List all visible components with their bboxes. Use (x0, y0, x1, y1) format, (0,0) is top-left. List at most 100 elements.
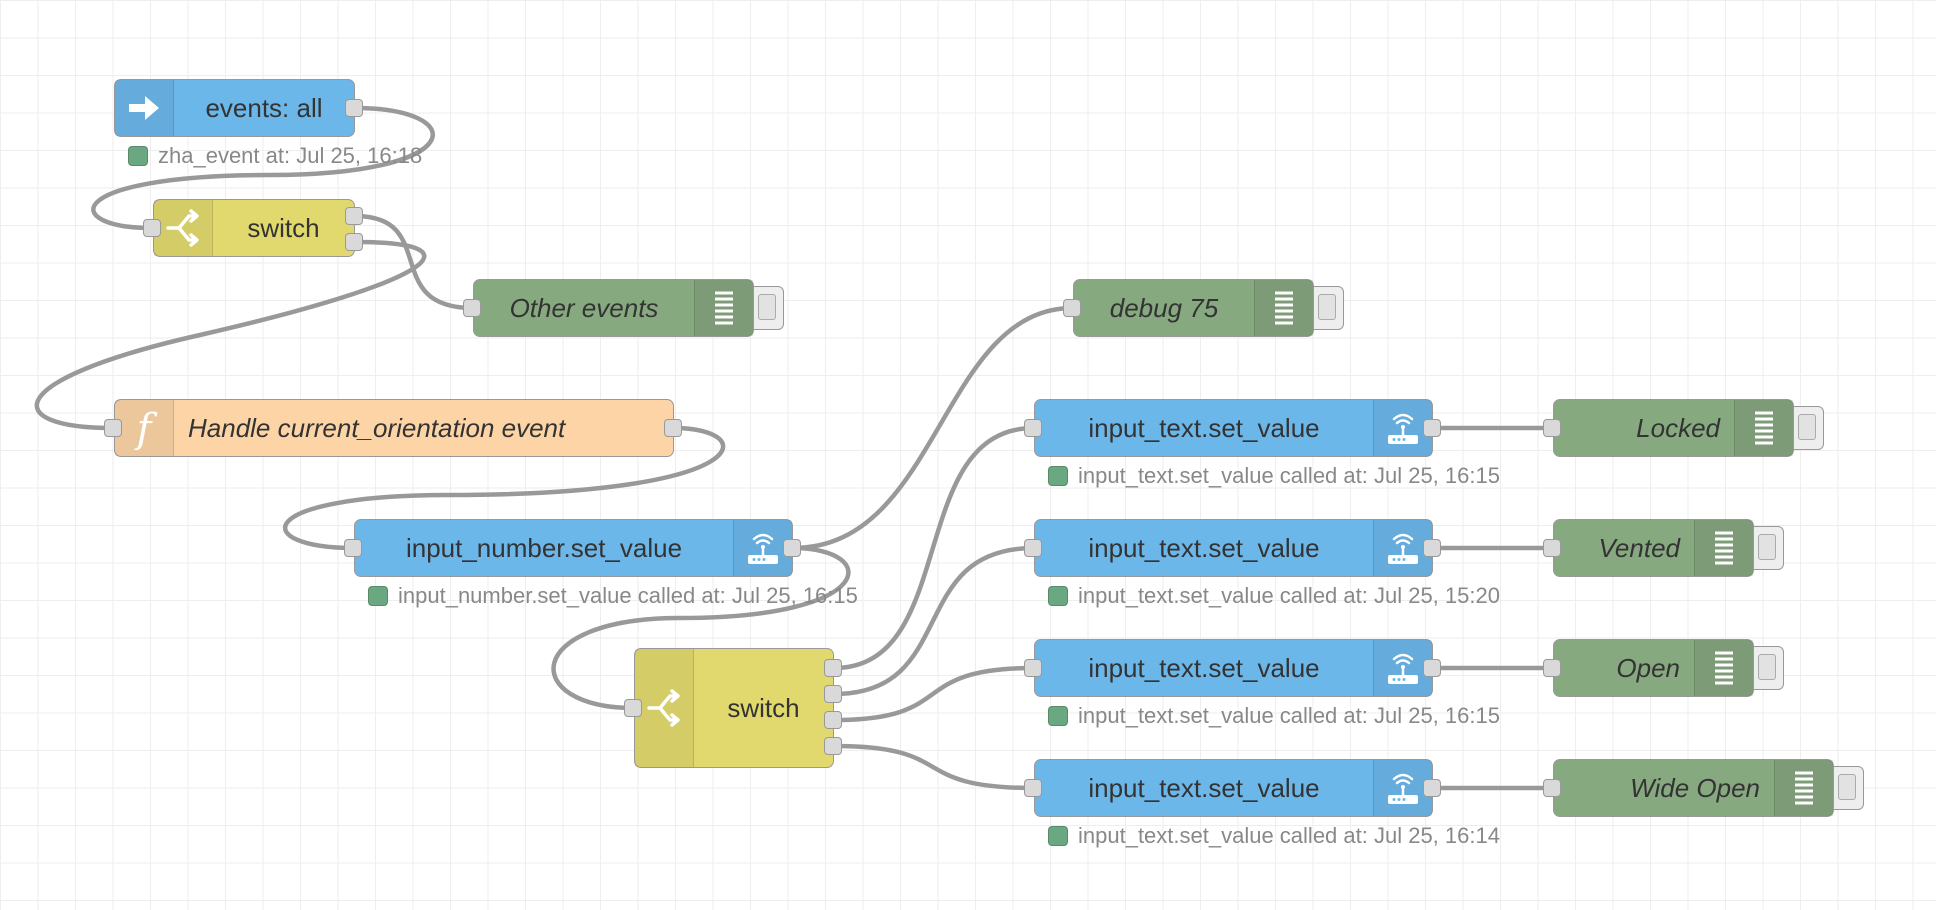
status-dot (1048, 826, 1068, 846)
status-text: input_text.set_value called at: Jul 25, … (1078, 583, 1500, 608)
node-label: Locked (1636, 412, 1720, 443)
node-input-number-set-value[interactable]: input_number.set_value (354, 519, 793, 577)
output-port[interactable] (824, 685, 842, 703)
input-port[interactable] (1543, 539, 1561, 557)
debug-toggle-button[interactable] (1794, 406, 1824, 450)
node-events-all[interactable]: events: all (114, 79, 355, 137)
node-label: debug 75 (1109, 292, 1219, 323)
node-label: input_text.set_value (1088, 412, 1320, 443)
node-status: input_text.set_value called at: Jul 25, … (1048, 703, 1500, 729)
node-input-text-set-value-2[interactable]: input_text.set_value (1034, 519, 1433, 577)
output-port[interactable] (1423, 419, 1441, 437)
node-label: input_text.set_value (1088, 772, 1320, 803)
output-port[interactable] (824, 659, 842, 677)
status-dot (1048, 706, 1068, 726)
switch-icon (635, 649, 694, 767)
status-text: zha_event at: Jul 25, 16:18 (158, 143, 423, 168)
node-label: Wide Open (1630, 772, 1760, 803)
input-port[interactable] (463, 299, 481, 317)
node-input-text-set-value-4[interactable]: input_text.set_value (1034, 759, 1433, 817)
node-switch-event[interactable]: switch (153, 199, 355, 257)
node-label: input_text.set_value (1088, 532, 1320, 563)
home-assistant-icon (1373, 640, 1432, 696)
input-port[interactable] (1543, 419, 1561, 437)
input-port[interactable] (1063, 299, 1081, 317)
node-label: switch (727, 692, 800, 723)
status-dot (128, 146, 148, 166)
input-port[interactable] (104, 419, 122, 437)
node-switch-state[interactable]: switch (634, 648, 834, 768)
wire-function-to-input-number (282, 425, 726, 551)
node-debug-other-events[interactable]: Other events (473, 279, 754, 337)
debug-list-icon (1734, 400, 1793, 456)
node-input-text-set-value-1[interactable]: input_text.set_value (1034, 399, 1433, 457)
output-port[interactable] (345, 207, 363, 225)
arrow-right-icon (115, 80, 174, 136)
output-port[interactable] (664, 419, 682, 437)
debug-toggle-button[interactable] (754, 286, 784, 330)
input-port[interactable] (1024, 539, 1042, 557)
wire-switch-to-input-text-3 (831, 665, 1037, 723)
node-debug-open[interactable]: Open (1553, 639, 1754, 697)
node-status: zha_event at: Jul 25, 16:18 (128, 143, 422, 169)
input-port[interactable] (143, 219, 161, 237)
debug-toggle-button[interactable] (1754, 526, 1784, 570)
node-label: Open (1616, 652, 1680, 683)
output-port[interactable] (1423, 539, 1441, 557)
output-port[interactable] (345, 233, 363, 251)
debug-list-icon (694, 280, 753, 336)
status-text: input_number.set_value called at: Jul 25… (398, 583, 858, 608)
node-label: Vented (1598, 532, 1680, 563)
input-port[interactable] (1024, 779, 1042, 797)
output-port[interactable] (1423, 779, 1441, 797)
function-icon: f (115, 400, 174, 456)
input-port[interactable] (1543, 779, 1561, 797)
wire-input-number-to-switch (551, 545, 851, 711)
status-dot (368, 586, 388, 606)
output-port[interactable] (783, 539, 801, 557)
wire-switch-to-other-events (352, 213, 476, 311)
debug-toggle-button[interactable] (1754, 646, 1784, 690)
input-port[interactable] (624, 699, 642, 717)
output-port[interactable] (345, 99, 363, 117)
output-port[interactable] (824, 711, 842, 729)
node-debug-locked[interactable]: Locked (1553, 399, 1794, 457)
wire-switch-to-input-text-2 (831, 545, 1037, 697)
wire-switch-to-input-text-4 (831, 743, 1037, 791)
home-assistant-icon (1373, 520, 1432, 576)
node-debug-wide-open[interactable]: Wide Open (1553, 759, 1834, 817)
input-port[interactable] (1024, 419, 1042, 437)
debug-toggle-button[interactable] (1314, 286, 1344, 330)
input-port[interactable] (1024, 659, 1042, 677)
debug-toggle-button[interactable] (1834, 766, 1864, 810)
debug-list-icon (1694, 520, 1753, 576)
switch-icon (154, 200, 213, 256)
node-label: events: all (205, 92, 323, 123)
svg-text:f: f (134, 406, 158, 450)
input-port[interactable] (344, 539, 362, 557)
debug-list-icon (1254, 280, 1313, 336)
status-dot (1048, 466, 1068, 486)
status-text: input_text.set_value called at: Jul 25, … (1078, 823, 1500, 848)
node-function-handle-orientation[interactable]: f Handle current_orientation event (114, 399, 674, 457)
output-port[interactable] (1423, 659, 1441, 677)
node-label: input_text.set_value (1088, 652, 1320, 683)
node-debug-vented[interactable]: Vented (1553, 519, 1754, 577)
node-label: input_number.set_value (405, 532, 683, 563)
node-label: Handle current_orientation event (188, 412, 566, 443)
wire-events-to-switch (91, 105, 435, 231)
node-status: input_text.set_value called at: Jul 25, … (1048, 463, 1500, 489)
wire-input-number-to-debug-75 (790, 305, 1076, 551)
node-input-text-set-value-3[interactable]: input_text.set_value (1034, 639, 1433, 697)
node-debug-75[interactable]: debug 75 (1073, 279, 1314, 337)
home-assistant-icon (733, 520, 792, 576)
status-dot (1048, 586, 1068, 606)
home-assistant-icon (1373, 760, 1432, 816)
debug-list-icon (1694, 640, 1753, 696)
node-status: input_number.set_value called at: Jul 25… (368, 583, 858, 609)
input-port[interactable] (1543, 659, 1561, 677)
debug-list-icon (1774, 760, 1833, 816)
output-port[interactable] (824, 737, 842, 755)
